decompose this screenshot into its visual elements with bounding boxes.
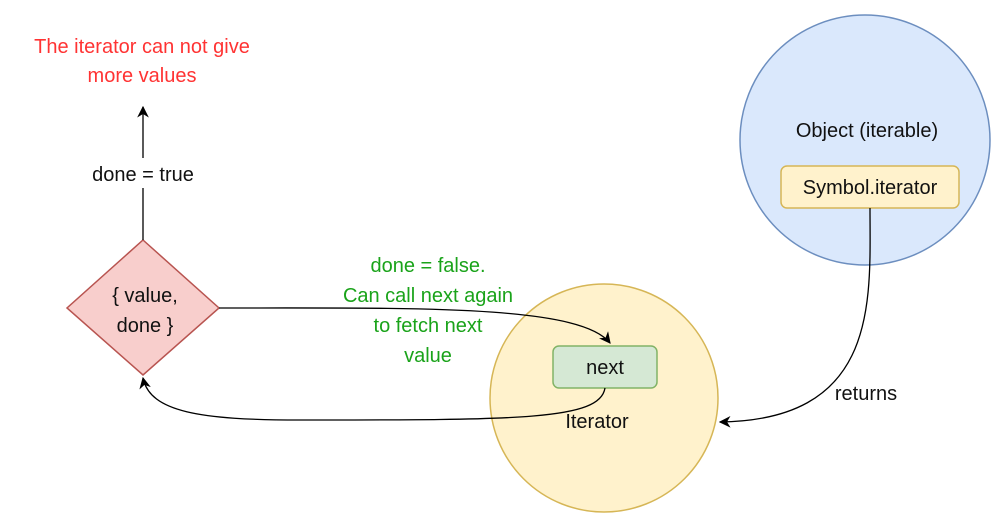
done-false-note-line-2: Can call next again [343,285,513,307]
object-iterable-label: Object (iterable) [796,120,938,142]
done-true-label-bg [72,158,214,188]
iterator-node [489,283,719,513]
result-line-2: done } [117,315,174,337]
end-note-line-1: The iterator can not give [34,36,250,58]
symbol-iterator-label: Symbol.iterator [803,177,938,199]
iterator-label: Iterator [565,411,629,433]
result-diamond [65,238,221,376]
next-method-label: next [586,357,624,379]
result-line-1: { value, [112,285,178,307]
done-true-label: done = true [92,164,194,186]
returns-iterator-arrow [718,207,871,428]
done-false-note-line-1: done = false. [370,255,485,277]
returns-label: returns [835,383,897,405]
next-returns-result-arrow [139,376,606,421]
done-false-note-line-3: to fetch next [374,315,483,337]
end-note-line-2: more values [88,65,197,87]
done-false-arrow [218,307,611,344]
done-false-note-line-4: value [404,345,452,367]
